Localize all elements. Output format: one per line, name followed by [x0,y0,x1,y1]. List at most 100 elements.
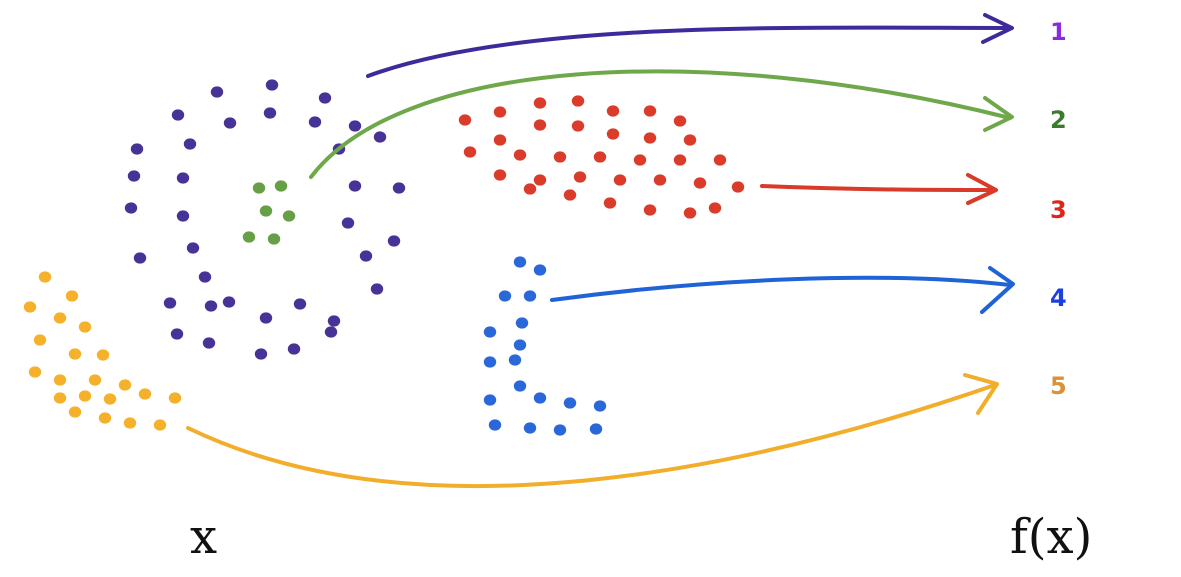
l-shape-dot [553,424,567,436]
blob-dot [493,169,507,181]
blob-dot [633,154,647,166]
blob-dot [571,120,585,132]
triangle-dot [168,392,182,404]
blob-dot [683,207,697,219]
spiral-dot [133,252,147,264]
spiral-dot [170,328,184,340]
triangle-dot [96,349,110,361]
blob-dot [533,119,547,131]
triangle-dot [33,334,47,346]
spiral-dot [318,92,332,104]
spiral-dot [348,180,362,192]
triangle-dot [78,321,92,333]
arrow-1 [366,25,1012,78]
center-dot [267,233,281,245]
center-dot [242,231,256,243]
arrow-2 [309,69,1012,179]
arrow-4 [550,275,1012,302]
l-shape-dot [513,380,527,392]
blob-dot [708,202,722,214]
blob-dot [513,149,527,161]
triangle-dot [153,419,167,431]
output-label-5: 5 [1050,372,1067,400]
output-label-1: 1 [1050,18,1067,46]
output-function-label: f(x) [1010,509,1092,565]
center-dot [274,180,288,192]
triangle-dot [118,379,132,391]
spiral-dot [186,242,200,254]
blob-dot [693,177,707,189]
blob-dot [713,154,727,166]
blob-dot [571,95,585,107]
spiral-dot [127,170,141,182]
spiral-dot [265,79,279,91]
spiral-dot [359,250,373,262]
triangle-dot [98,412,112,424]
arrowhead-1 [981,13,1014,44]
triangle-dot [53,312,67,324]
spiral-dot [198,271,212,283]
spiral-dot [204,300,218,312]
blob-dot [603,197,617,209]
spiral-dot [263,107,277,119]
blob-dot [731,181,745,193]
l-shape-dot [513,339,527,351]
l-shape-dot [508,354,522,366]
spiral-dot [171,109,185,121]
arrow-5 [186,383,997,489]
l-shape-dot [488,419,502,431]
spiral-dot [387,235,401,247]
blob-dot [643,132,657,144]
arrowhead-2 [983,96,1014,132]
blob-dot [683,134,697,146]
triangle-dot [103,393,117,405]
blob-dot [673,154,687,166]
spiral-dot [324,326,338,338]
output-label-4: 4 [1050,284,1067,312]
triangle-dot [138,388,152,400]
l-shape-dot [513,256,527,268]
blob-dot [563,189,577,201]
l-shape-dot [498,290,512,302]
spiral-dot [392,182,406,194]
spiral-dot [183,138,197,150]
l-shape-dot [483,326,497,338]
blob-dot [606,128,620,140]
arrowhead-4 [980,266,1015,314]
l-shape-dot [515,317,529,329]
arrowhead-5 [963,373,999,415]
l-shape-dot [483,394,497,406]
triangle-dot [88,374,102,386]
blob-dot [493,134,507,146]
output-label-2: 2 [1050,106,1067,134]
triangle-dot [65,290,79,302]
spiral-dot [327,315,341,327]
spiral-dot [222,296,236,308]
l-shape-dot [533,392,547,404]
l-shape-dot [483,356,497,368]
blob-dot [643,105,657,117]
spiral-dot [210,86,224,98]
triangle-dot [78,390,92,402]
spiral-dot [130,143,144,155]
blob-dot [523,183,537,195]
center-dot [259,205,273,217]
l-shape-dot [533,264,547,276]
blob-dot [533,174,547,186]
l-shape-dot [593,400,607,412]
spiral-dot [223,117,237,129]
center-dot [282,210,296,222]
blob-dot [533,97,547,109]
cluster-dots [23,79,745,436]
spiral-dot [124,202,138,214]
triangle-dot [23,301,37,313]
triangle-dot [53,392,67,404]
spiral-dot [341,217,355,229]
center-dot [252,182,266,194]
spiral-dot [308,116,322,128]
spiral-dot [202,337,216,349]
triangle-dot [38,271,52,283]
mapping-arrows [186,13,1015,489]
arrow-3 [760,184,997,192]
blob-dot [653,174,667,186]
